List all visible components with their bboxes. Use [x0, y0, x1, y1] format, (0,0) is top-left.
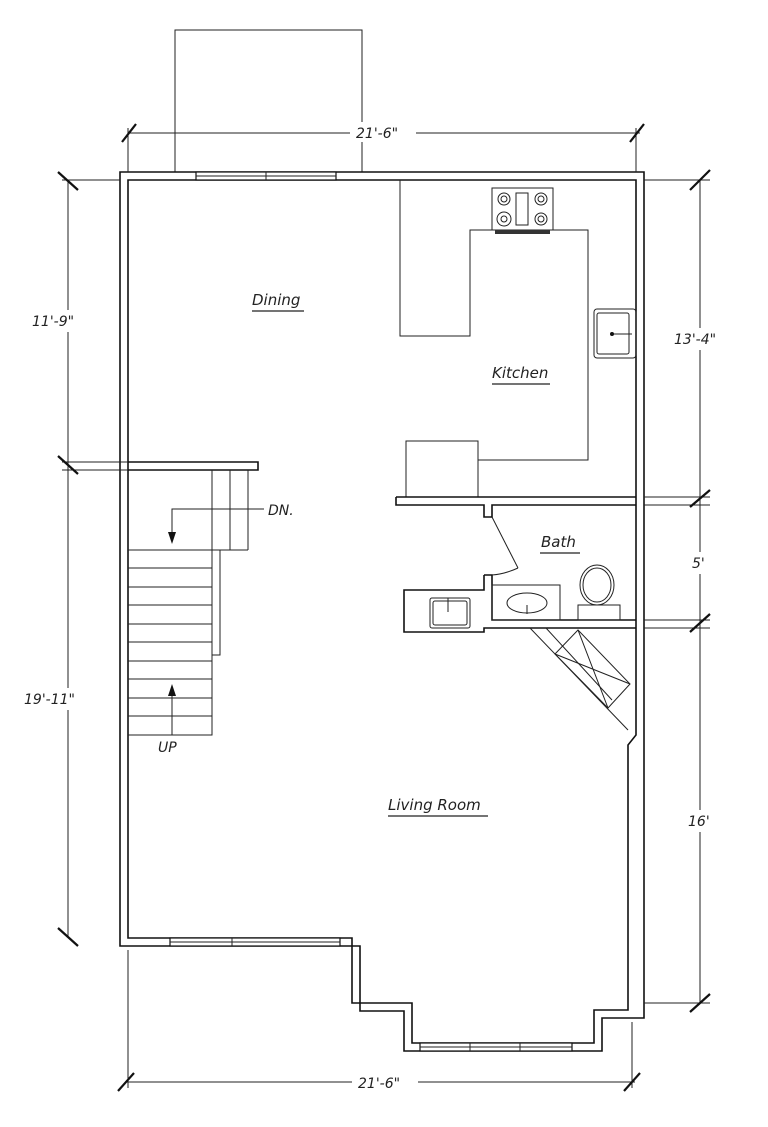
- dimension-right-middle-label: 5': [692, 556, 705, 572]
- stairs-up-label: UP: [158, 740, 177, 756]
- stairs-down-label: DN.: [268, 503, 294, 519]
- bath-wall: [403, 574, 636, 633]
- refrigerator: [405, 440, 479, 498]
- bath-door: [491, 516, 519, 576]
- bath-vanity: [491, 584, 561, 621]
- closet: [529, 627, 631, 731]
- stove: [491, 187, 554, 234]
- window-bottom-left: [169, 937, 341, 947]
- room-label-living-room: Living Room: [388, 796, 481, 814]
- porch-outline: [174, 29, 363, 173]
- up-arrow-icon: [168, 684, 176, 735]
- dimension-left: [22, 171, 128, 947]
- kitchen-bath-wall: [395, 496, 636, 518]
- room-label-kitchen: Kitchen: [492, 364, 548, 382]
- kitchen-counter: [399, 180, 589, 461]
- kitchen-sink: [593, 308, 637, 359]
- dimension-left-lower-label: 19'-11": [24, 692, 75, 708]
- dimension-right: [644, 169, 736, 1013]
- window-top: [195, 171, 337, 181]
- exterior-walls: [119, 171, 645, 1052]
- dimension-right-lower-label: 16': [688, 814, 710, 830]
- room-label-bath: Bath: [541, 533, 576, 551]
- dimension-right-upper-label: 13'-4": [674, 332, 716, 348]
- window-bay: [419, 1042, 573, 1052]
- dimension-bottom: [117, 950, 641, 1092]
- down-arrow-icon: [168, 508, 264, 544]
- stair-wall: [128, 461, 259, 471]
- dimension-left-upper-label: 11'-9": [32, 314, 74, 330]
- dimension-top: [121, 122, 645, 172]
- laundry-sink: [429, 597, 471, 629]
- room-label-dining: Dining: [252, 291, 300, 309]
- toilet: [577, 564, 621, 621]
- dimension-top-label: 21'-6": [356, 126, 398, 142]
- staircase: [128, 470, 249, 736]
- dimension-bottom-label: 21'-6": [358, 1076, 400, 1092]
